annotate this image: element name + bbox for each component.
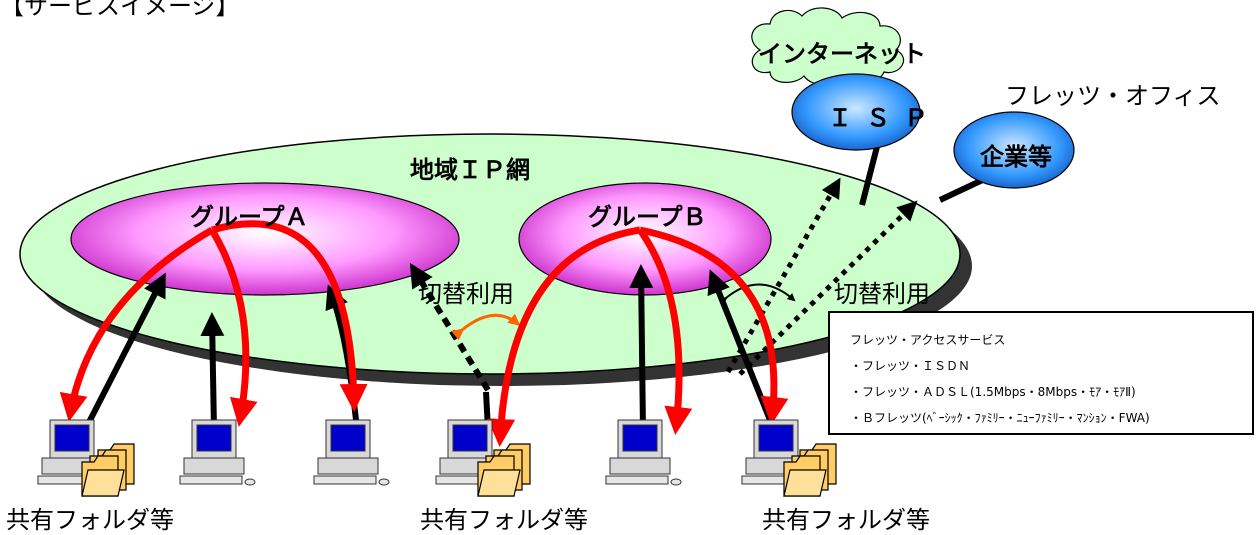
red-arrow-a-right	[211, 220, 368, 412]
corporate-node	[953, 111, 1075, 189]
shared-folder-label-1: 共有フォルダ等	[6, 506, 174, 534]
red-arrow-a-left	[59, 226, 214, 422]
isp-node	[791, 73, 921, 151]
red-arrow-a-mid	[208, 228, 258, 427]
switch-use-label-2: 切替利用	[834, 280, 930, 308]
group-a-label: グループＡ	[190, 203, 309, 231]
black-arrow-pc5	[629, 264, 654, 431]
internet-label: インターネット	[758, 40, 926, 68]
corporate-label: 企業等	[980, 143, 1052, 171]
group-a-ellipse	[70, 182, 460, 296]
red-arrow-b-right	[639, 226, 789, 425]
info-box-item-adsl: ・フレッツ・ＡＤＳＬ(1.5Mbps・8Mbps・ﾓｱ・ﾓｱⅡ)	[850, 385, 1136, 399]
red-arrow-b-left	[487, 226, 641, 447]
red-arrow-b-mid	[637, 227, 693, 435]
black-arrow-pc2	[200, 312, 225, 431]
access-service-info-box: フレッツ・アクセスサービス ・フレッツ・ＩＳＤＮ ・フレッツ・ＡＤＳＬ(1.5M…	[828, 311, 1254, 435]
switch-use-label-1: 切替利用	[418, 280, 514, 308]
computer-icon-5	[605, 419, 682, 486]
group-b-label: グループＢ	[588, 203, 707, 231]
dotted-arrow-to-isp	[725, 177, 841, 374]
switch-swap-arrow-2	[718, 283, 796, 305]
page-title: 【サービスイメージ】	[0, 0, 240, 20]
dotted-arrow-to-corp	[738, 200, 918, 376]
info-box-item-bflets: ・Ｂフレッツ(ﾍﾞｰｼｯｸ・ﾌｧﾐﾘｰ・ﾆｭｰﾌｧﾐﾘｰ・ﾏﾝｼｮﾝ・FWA)	[850, 411, 1150, 425]
shared-folder-label-3: 共有フォルダ等	[762, 506, 930, 534]
shared-folder-label-2: 共有フォルダ等	[420, 506, 588, 534]
internet-cloud	[751, 7, 905, 86]
info-box-heading: フレッツ・アクセスサービス	[850, 333, 1006, 347]
flets-office-label: フレッツ・オフィス	[1005, 82, 1221, 110]
switch-swap-arrow-1	[451, 313, 521, 341]
dotted-switch-arrow-a	[409, 262, 491, 392]
isp-label: ＩＳＰ	[828, 104, 942, 132]
region-network-label: 地域ＩＰ網	[410, 156, 530, 184]
black-arrow-pc1	[82, 272, 166, 432]
computer-icon-3	[313, 419, 390, 486]
computer-icon-2	[179, 419, 256, 486]
info-box-item-isdn: ・フレッツ・ＩＳＤＮ	[850, 359, 971, 373]
